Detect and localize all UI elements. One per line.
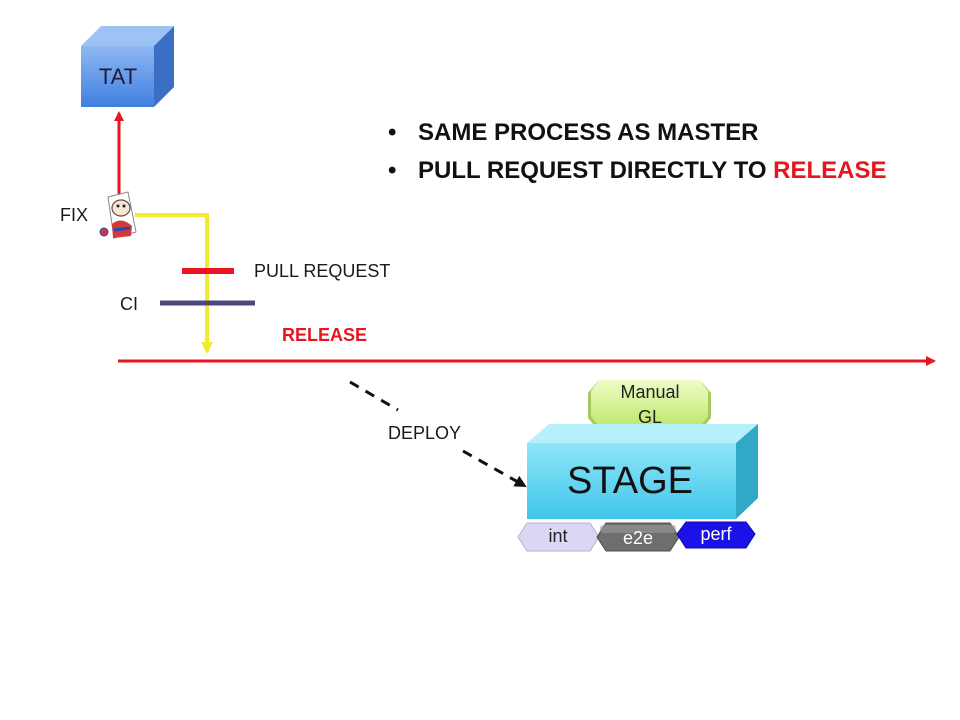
pull-request-label: PULL REQUEST bbox=[254, 261, 391, 281]
manual-gl-box bbox=[588, 380, 711, 430]
perf-chip bbox=[676, 521, 756, 549]
int-chip bbox=[517, 522, 600, 552]
stage-box bbox=[527, 424, 758, 519]
manual-gl-line: GL bbox=[637, 407, 662, 427]
bullet-item: •SAME PROCESS AS MASTER bbox=[388, 119, 759, 146]
perf-chip-label: perf bbox=[700, 524, 732, 544]
tat-box bbox=[81, 26, 174, 107]
e2e-chip-label: e2e bbox=[622, 528, 654, 548]
fix-label: FIX bbox=[60, 205, 89, 225]
ci-label: CI bbox=[120, 294, 138, 314]
tat-label: TAT bbox=[98, 64, 138, 89]
manual-gl-line: Manual bbox=[620, 382, 680, 402]
bullet-list: •SAME PROCESS AS MASTER •PULL REQUEST DI… bbox=[388, 114, 887, 190]
bullet-text: PULL REQUEST DIRECTLY TO bbox=[418, 157, 774, 184]
bullet-item: •PULL REQUEST DIRECTLY TO RELEASE bbox=[388, 157, 887, 184]
e2e-chip bbox=[596, 522, 680, 552]
bug-mascot-icon bbox=[99, 191, 137, 239]
deploy-arrow-lower bbox=[462, 449, 527, 488]
bullet-highlight: RELEASE bbox=[773, 157, 887, 184]
release-label: RELEASE bbox=[282, 325, 368, 345]
deploy-arrow-upper bbox=[349, 380, 399, 412]
bullet-text: SAME PROCESS AS MASTER bbox=[418, 119, 759, 146]
deploy-label: DEPLOY bbox=[388, 423, 462, 443]
fix-path-line bbox=[135, 213, 213, 354]
stage-label: STAGE bbox=[567, 460, 693, 502]
int-chip-label: int bbox=[548, 526, 568, 546]
manual-gl-label: Manual GL bbox=[590, 380, 710, 430]
